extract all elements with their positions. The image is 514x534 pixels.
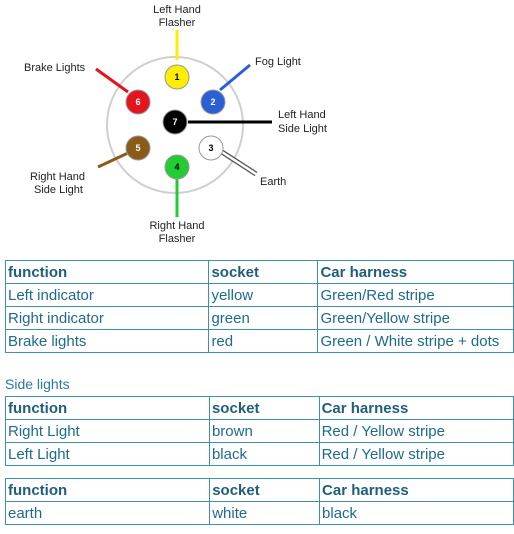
cell-function: Right Light <box>5 419 210 443</box>
leader-brake-lights <box>95 67 129 94</box>
cell-car-harness: Red / Yellow stripe <box>318 442 514 466</box>
label-fog-light: Fog Light <box>255 56 301 68</box>
side-lights-caption: Side lights <box>5 376 70 392</box>
header-socket: socket <box>209 478 321 502</box>
cell-socket: black <box>208 442 320 466</box>
header-car-harness: Car harness <box>318 396 514 420</box>
pin-1: 1 <box>164 64 190 90</box>
label-left-flasher-line2: Flasher <box>159 17 196 29</box>
pin-6-number: 6 <box>135 97 140 107</box>
label-right-side-light-line2: Side Light <box>34 184 83 196</box>
leader-earth-inner <box>221 150 257 176</box>
header-function: function <box>4 478 211 502</box>
cell-car-harness: Red / Yellow stripe <box>318 419 514 443</box>
header-car-harness: Car harness <box>317 260 514 284</box>
pin-2: 2 <box>200 89 226 115</box>
header-function: function <box>5 396 210 420</box>
header-car-harness: Car harness <box>319 478 514 502</box>
table-header-row: function socket Car harness <box>4 478 514 502</box>
label-left-side-light-line2: Side Light <box>278 123 327 135</box>
table-row: earth white black <box>4 501 514 525</box>
pin-5: 5 <box>125 135 151 161</box>
cell-socket: red <box>208 329 319 353</box>
cell-function: Left indicator <box>4 283 210 307</box>
cell-car-harness: Green/Yellow stripe <box>317 306 514 330</box>
pin-3-number: 3 <box>208 143 213 153</box>
leader-fog-light <box>219 63 251 92</box>
pin-4-number: 4 <box>174 162 179 172</box>
side-lights-table: function socket Car harness Right Light … <box>5 396 514 466</box>
cell-socket: green <box>208 306 319 330</box>
header-socket: socket <box>208 260 319 284</box>
pin-2-number: 2 <box>210 97 215 107</box>
cell-function: Right indicator <box>4 306 210 330</box>
cell-function: Brake lights <box>4 329 210 353</box>
label-left-flasher-line1: Left Hand <box>153 4 201 16</box>
label-left-side-light-line1: Left Hand <box>278 109 326 121</box>
pin-1-number: 1 <box>174 72 179 82</box>
socket-diagram: 1 2 3 4 5 6 7 Left Hand Flasher Brake Li… <box>24 4 327 245</box>
indicators-table: function socket Car harness Left indicat… <box>4 260 514 353</box>
pin-7: 7 <box>162 109 188 135</box>
table-row: Left indicator yellow Green/Red stripe <box>4 283 514 307</box>
pin-3: 3 <box>198 135 224 161</box>
table-header-row: function socket Car harness <box>5 396 514 420</box>
cell-socket: white <box>209 501 321 525</box>
pin-4: 4 <box>164 154 190 180</box>
label-right-flasher-line1: Right Hand <box>149 220 204 232</box>
leader-right-side-light <box>97 151 129 169</box>
cell-function: Left Light <box>5 442 210 466</box>
cell-socket: brown <box>208 419 320 443</box>
label-earth: Earth <box>260 176 286 188</box>
earth-table: function socket Car harness earth white … <box>4 478 514 525</box>
pin-6: 6 <box>125 89 151 115</box>
pin-7-number: 7 <box>172 117 177 127</box>
label-right-side-light-line1: Right Hand <box>30 171 85 183</box>
label-brake-lights: Brake Lights <box>24 62 86 74</box>
table-header-row: function socket Car harness <box>4 260 514 284</box>
header-socket: socket <box>208 396 320 420</box>
pin-5-number: 5 <box>135 143 140 153</box>
table-row: Left Light black Red / Yellow stripe <box>5 442 514 466</box>
cell-car-harness: Green / White stripe + dots <box>317 329 514 353</box>
table-row: Brake lights red Green / White stripe + … <box>4 329 514 353</box>
cell-car-harness: black <box>319 501 514 525</box>
cell-socket: yellow <box>208 283 319 307</box>
table-row: Right indicator green Green/Yellow strip… <box>4 306 514 330</box>
label-right-flasher-line2: Flasher <box>159 233 196 245</box>
cell-car-harness: Green/Red stripe <box>317 283 514 307</box>
cell-function: earth <box>4 501 211 525</box>
table-row: Right Light brown Red / Yellow stripe <box>5 419 514 443</box>
header-function: function <box>4 260 210 284</box>
